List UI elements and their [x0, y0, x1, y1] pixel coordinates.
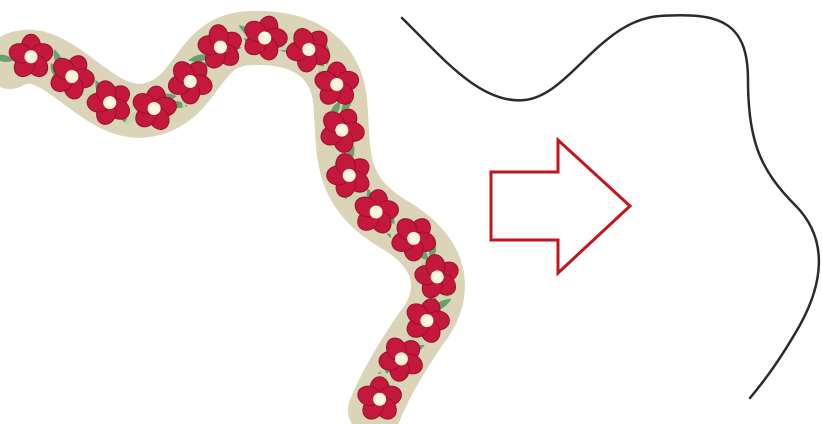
right-arrow-icon — [491, 140, 630, 273]
flower-brush-stroke — [0, 9, 468, 423]
